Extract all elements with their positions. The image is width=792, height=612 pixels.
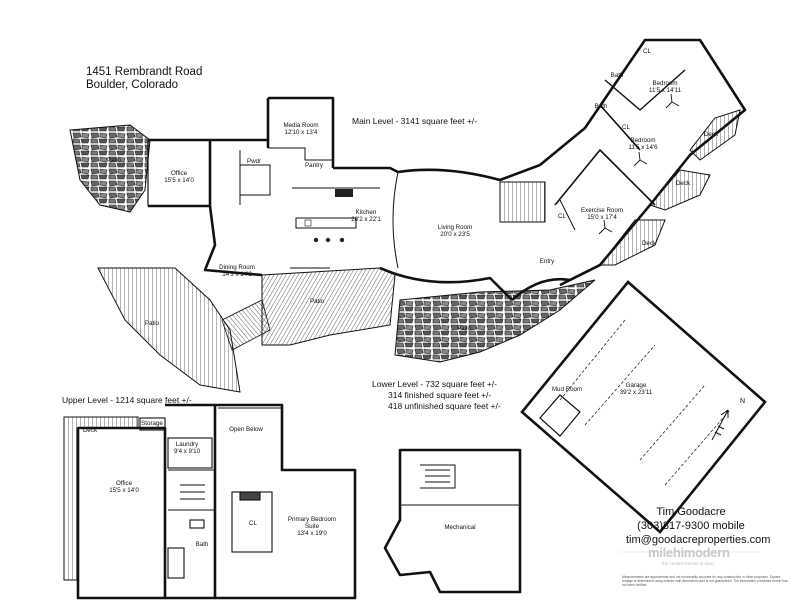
room-bath-2: Bath bbox=[594, 103, 608, 110]
room-mudroom: Mud Room bbox=[551, 386, 583, 393]
patio-deck-center bbox=[261, 267, 396, 346]
room-pantry: Pantry bbox=[305, 162, 323, 169]
room-deck-2: Deck bbox=[675, 180, 691, 187]
lower-finished-label: 314 finished square feet +/- bbox=[388, 390, 492, 400]
deck-east-1 bbox=[689, 109, 741, 161]
property-city: Boulder, Colorado bbox=[86, 79, 179, 92]
room-patio-c: Patio bbox=[309, 298, 325, 305]
room-deck-3: Deck bbox=[641, 240, 657, 247]
room-patio-w: Patio bbox=[144, 320, 160, 327]
patio-stone-south bbox=[394, 279, 596, 363]
patio-stone-nw bbox=[69, 124, 151, 213]
upper-level-label: Upper Level - 1214 square feet +/- bbox=[62, 395, 192, 405]
agent-name: Tim Goodacre bbox=[656, 506, 726, 518]
room-entry: Entry bbox=[539, 258, 555, 265]
property-address: 1451 Rembrandt Road Boulder, Colorado bbox=[86, 66, 202, 92]
main-level-label: Main Level - 3141 square feet +/- bbox=[352, 116, 477, 126]
room-storage: Storage bbox=[141, 420, 163, 427]
room-deck-1: Deck bbox=[703, 131, 719, 138]
deck-east-2 bbox=[649, 169, 711, 211]
room-pwdr: Pwdr bbox=[246, 158, 262, 165]
patio-stairs bbox=[221, 299, 271, 351]
patio-deck-west bbox=[97, 267, 241, 393]
room-closet-3: CL bbox=[558, 213, 566, 220]
room-bath-1: Bath bbox=[610, 72, 624, 79]
room-bath-upper: Bath bbox=[195, 541, 209, 548]
room-closet-2: CL bbox=[622, 124, 630, 131]
room-closet-upper: CL bbox=[249, 520, 257, 527]
room-deck-upper: Deck bbox=[82, 427, 98, 434]
lower-level-label: Lower Level - 732 square feet +/- bbox=[372, 379, 497, 389]
room-mechanical: Mechanical bbox=[444, 524, 476, 531]
garage-doors bbox=[559, 319, 731, 486]
deck-east-3 bbox=[598, 219, 666, 266]
brand-tagline: the coolest homes in town bbox=[662, 561, 715, 566]
lower-unfinished-label: 418 unfinished square feet +/- bbox=[388, 401, 501, 411]
brand-logo: milehimodern bbox=[648, 545, 730, 560]
room-patio-s: Patio bbox=[456, 325, 472, 332]
room-open-below: Open Below bbox=[229, 426, 263, 433]
property-street: 1451 Rembrandt Road bbox=[86, 66, 203, 78]
agent-email: tim@goodacreproperties.com bbox=[626, 534, 771, 546]
disclaimer-text: Measurements are approximate and not nec… bbox=[622, 575, 788, 587]
room-patio-nw: Patio bbox=[106, 157, 122, 164]
compass-arrow bbox=[711, 409, 729, 441]
deck-upper bbox=[63, 416, 139, 581]
garage-outline bbox=[520, 280, 767, 534]
compass-north: N bbox=[740, 398, 746, 405]
agent-phone: (303)817-9300 mobile bbox=[637, 520, 745, 532]
room-closet-1: CL bbox=[643, 48, 651, 55]
